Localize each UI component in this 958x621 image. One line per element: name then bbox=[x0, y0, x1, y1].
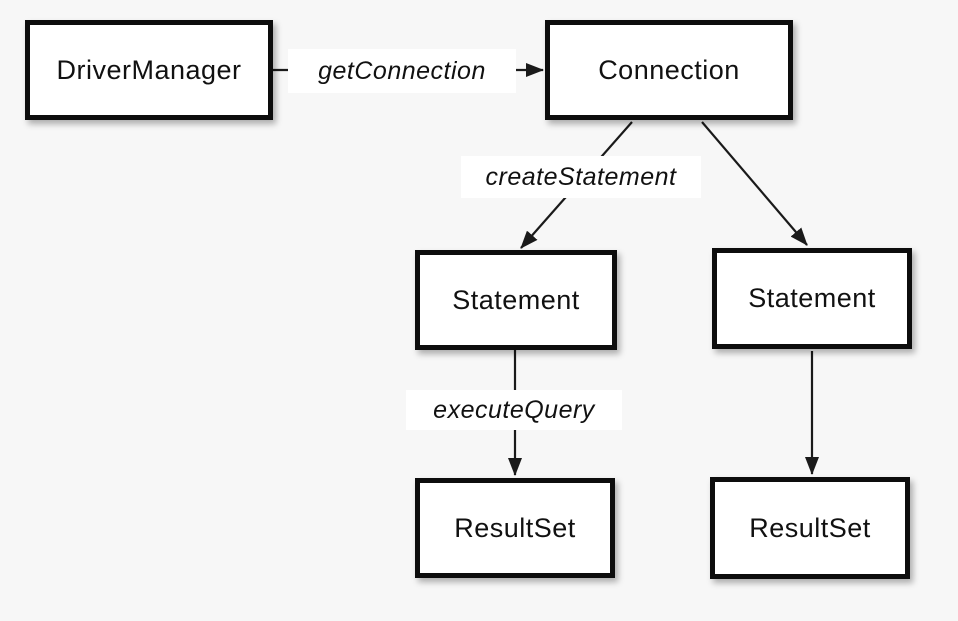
node-connection-label: Connection bbox=[598, 54, 740, 85]
edge-label-executequery: executeQuery bbox=[406, 390, 622, 430]
node-statement-left-label: Statement bbox=[452, 284, 580, 315]
node-connection: Connection bbox=[545, 20, 793, 120]
node-resultset-right-label: ResultSet bbox=[749, 512, 871, 543]
node-driver-manager: DriverManager bbox=[25, 20, 273, 120]
node-resultset-right: ResultSet bbox=[710, 477, 910, 579]
edge-connection-statement-right-arrow bbox=[701, 121, 808, 246]
node-driver-manager-label: DriverManager bbox=[56, 54, 242, 85]
edge-label-createstatement: createStatement bbox=[461, 156, 701, 198]
node-statement-right: Statement bbox=[712, 248, 912, 349]
node-statement-left: Statement bbox=[415, 250, 617, 350]
edge-label-getconnection: getConnection bbox=[288, 49, 516, 93]
node-resultset-left-label: ResultSet bbox=[454, 512, 576, 543]
node-statement-right-label: Statement bbox=[748, 283, 876, 313]
node-resultset-left: ResultSet bbox=[415, 478, 615, 578]
